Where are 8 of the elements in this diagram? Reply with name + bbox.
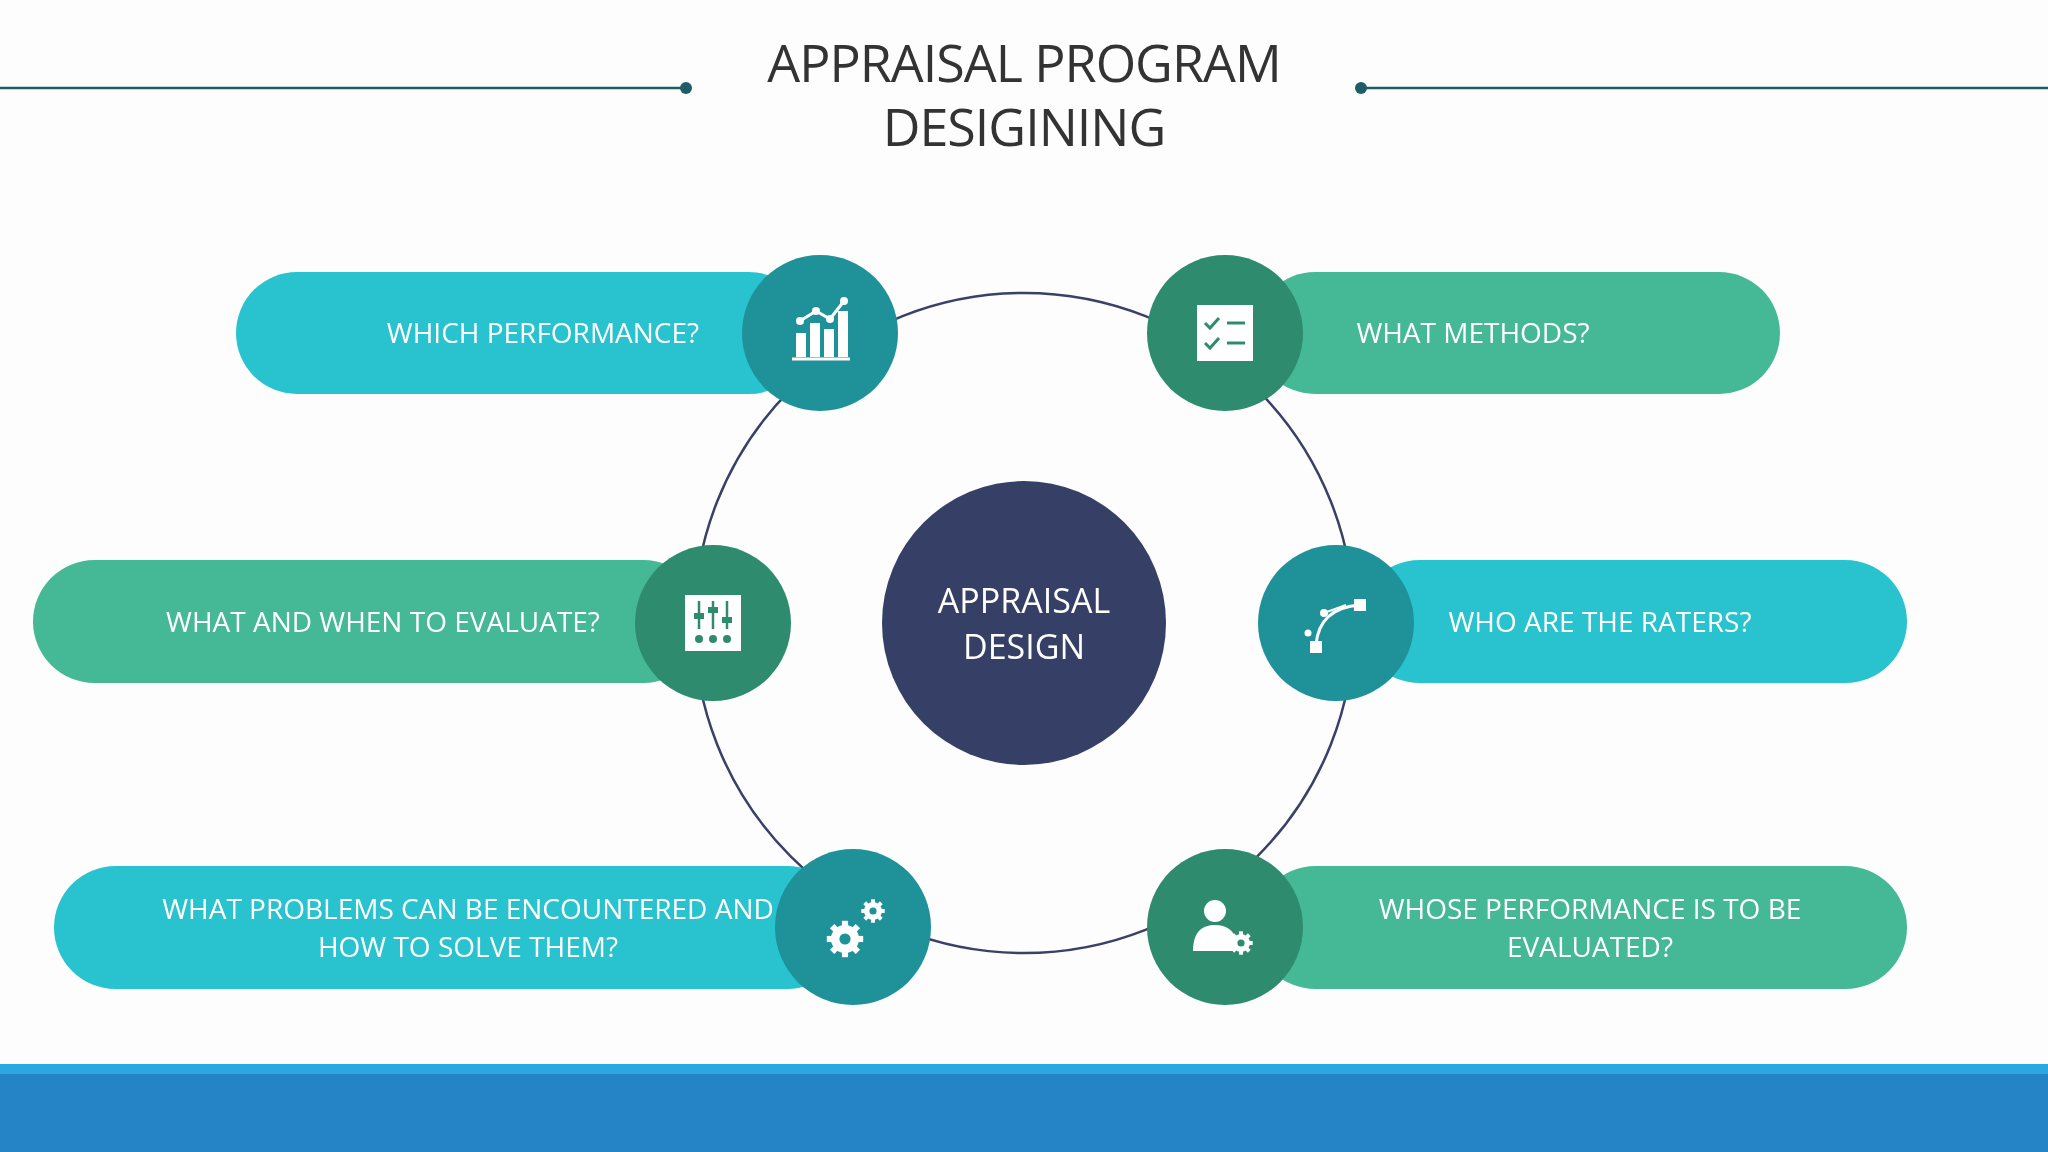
title: APPRAISAL PROGRAM DESIGINING	[766, 30, 1282, 158]
question-text: WHAT METHODS?	[1355, 312, 1591, 354]
question-text: WHAT PROBLEMS CAN BE ENCOUNTERED AND HOW TO SOLVE THEM?	[161, 887, 775, 967]
question-text: WHICH PERFORMANCE?	[385, 312, 701, 354]
question-text: WHOSE PERFORMANCE IS TO BE EVALUATED?	[1377, 887, 1803, 967]
question-text: WHAT AND WHEN TO EVALUATE?	[165, 600, 601, 642]
question-text: WHO ARE THE RATERS?	[1447, 600, 1753, 642]
center-label: APPRAISAL DESIGN	[936, 577, 1112, 669]
